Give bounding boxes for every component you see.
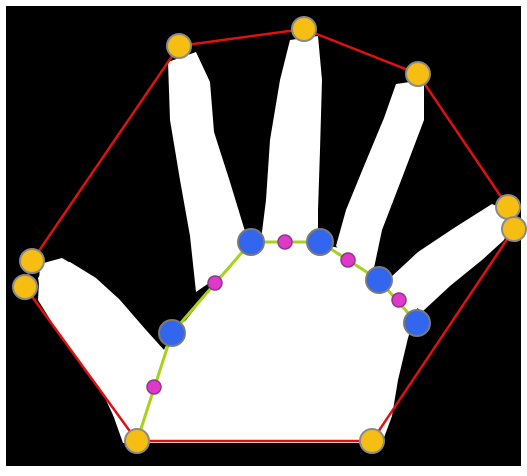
hull-vertex bbox=[496, 195, 520, 219]
hull-vertex bbox=[292, 17, 316, 41]
midpoint-marker bbox=[147, 380, 161, 394]
defect-point bbox=[159, 320, 185, 346]
hull-vertex bbox=[406, 62, 430, 86]
hull-vertex bbox=[167, 34, 191, 58]
hull-vertex bbox=[13, 275, 37, 299]
hull-vertex bbox=[20, 249, 44, 273]
midpoint-marker bbox=[341, 253, 355, 267]
hull-vertex bbox=[125, 429, 149, 453]
defect-point bbox=[307, 229, 333, 255]
defect-point bbox=[404, 310, 430, 336]
midpoint-marker bbox=[392, 293, 406, 307]
midpoint-marker bbox=[278, 235, 292, 249]
hull-vertex bbox=[360, 429, 384, 453]
hull-vertex bbox=[502, 217, 526, 241]
defect-point bbox=[366, 267, 392, 293]
midpoint-marker bbox=[208, 276, 222, 290]
defect-point bbox=[238, 229, 264, 255]
